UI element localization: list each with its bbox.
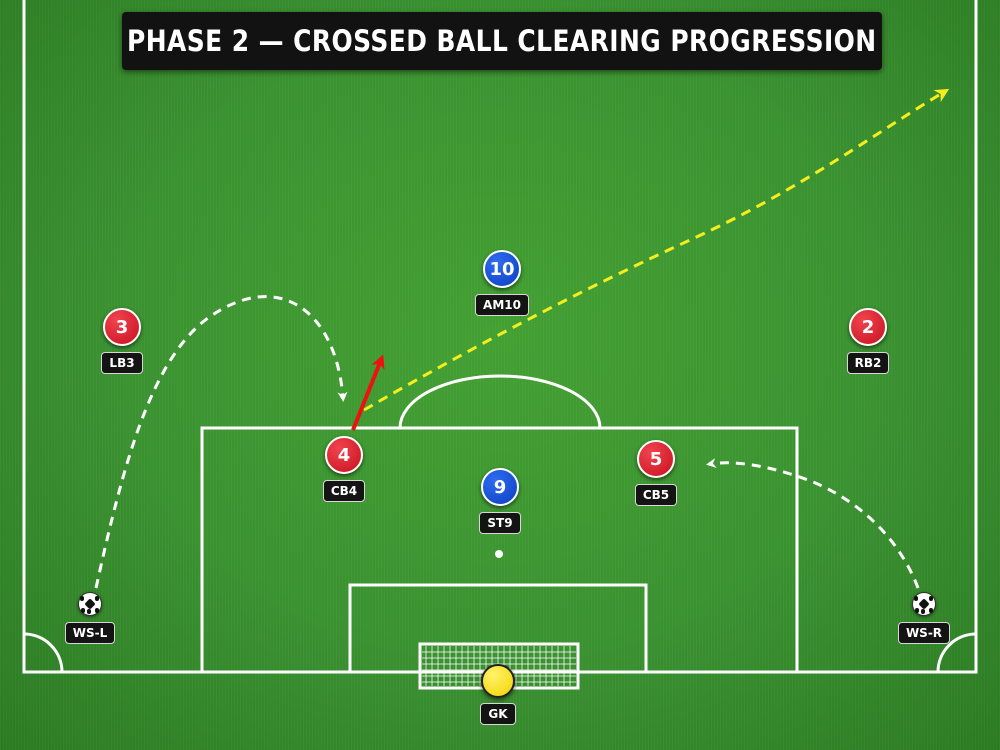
player-disc: 4 xyxy=(325,436,363,474)
player-cb5[interactable]: 5 CB5 xyxy=(616,440,696,506)
title-banner: PHASE 2 — CROSSED BALL CLEARING PROGRESS… xyxy=(122,12,882,70)
goal-net xyxy=(422,646,576,686)
player-st9[interactable]: 9 ST9 xyxy=(460,468,540,534)
player-gk[interactable]: GK xyxy=(458,664,538,725)
player-disc: 9 xyxy=(481,468,519,506)
soccer-ball-icon xyxy=(912,592,936,616)
clearance-ball-path xyxy=(363,88,950,412)
player-disc: 3 xyxy=(103,308,141,346)
cb4-movement-arrow xyxy=(94,295,348,589)
player-label: CB4 xyxy=(322,480,366,502)
player-disc: 2 xyxy=(849,308,887,346)
page-title: PHASE 2 — CROSSED BALL CLEARING PROGRESS… xyxy=(127,24,877,58)
player-lb3[interactable]: 3 LB3 xyxy=(82,308,162,374)
cb5-movement-arrow xyxy=(706,458,920,589)
penalty-arc xyxy=(398,374,602,429)
penalty-spot xyxy=(495,550,503,558)
player-label: CB5 xyxy=(634,484,678,506)
player-label: GK xyxy=(480,703,516,725)
goalkeeper-disc xyxy=(481,664,515,698)
player-disc: 10 xyxy=(483,250,521,288)
wide-server-right[interactable]: WS-R xyxy=(884,592,964,644)
player-label: LB3 xyxy=(101,352,143,374)
cb4-clearance-arrow xyxy=(351,354,385,431)
player-disc: 5 xyxy=(637,440,675,478)
goal-area xyxy=(348,583,648,672)
player-am10[interactable]: 10 AM10 xyxy=(462,250,542,316)
player-label: WS-L xyxy=(64,622,116,644)
player-label: ST9 xyxy=(479,512,521,534)
corner-arc-left xyxy=(23,632,64,673)
player-label: RB2 xyxy=(846,352,890,374)
player-label: WS-R xyxy=(897,622,951,644)
penalty-area xyxy=(200,426,799,674)
wide-server-left[interactable]: WS-L xyxy=(50,592,130,644)
player-label: AM10 xyxy=(475,294,529,316)
player-rb2[interactable]: 2 RB2 xyxy=(828,308,908,374)
corner-arc-right xyxy=(936,632,977,673)
player-cb4[interactable]: 4 CB4 xyxy=(304,436,384,502)
soccer-ball-icon xyxy=(78,592,102,616)
